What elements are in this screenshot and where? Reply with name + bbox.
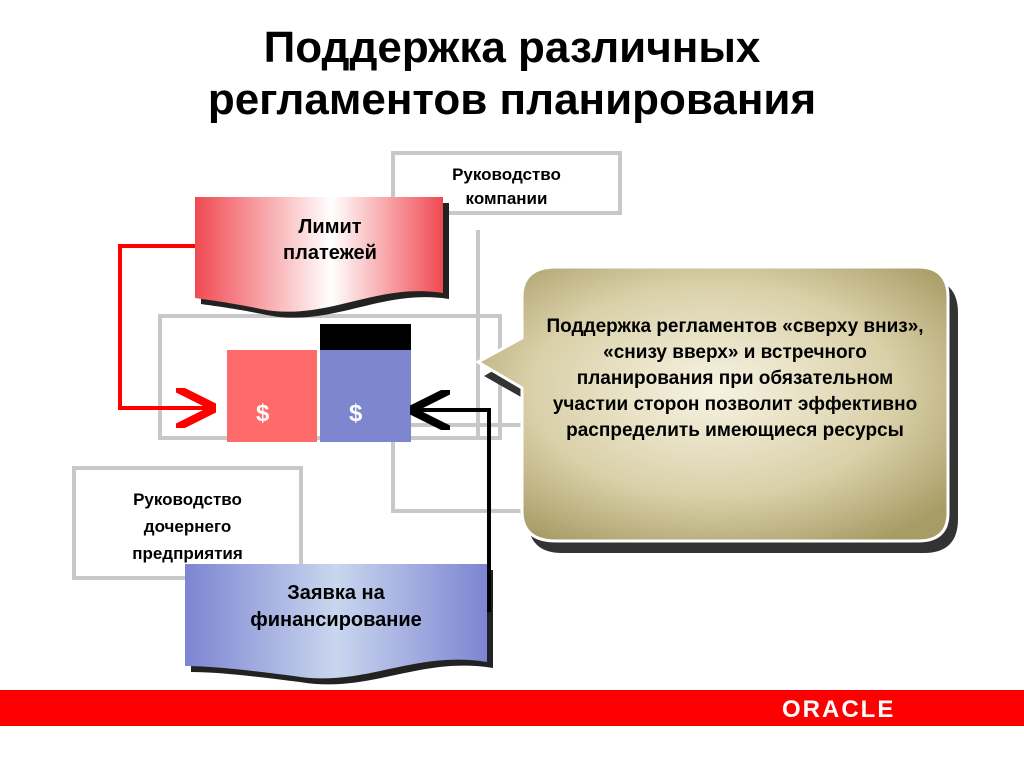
funding-request-line-2: финансирование xyxy=(250,609,422,631)
title-line-1: Поддержка различных xyxy=(263,23,761,72)
company-management-label: Руководство компании xyxy=(397,163,616,211)
callout-bubble xyxy=(474,265,958,553)
slide-title: Поддержка различных регламентов планиров… xyxy=(0,22,1024,126)
red-flow-arrow xyxy=(118,244,212,408)
payment-limit-label: Лимит платежей xyxy=(215,214,445,266)
payment-limit-line-2: платежей xyxy=(283,242,377,264)
company-management-line-1: Руководство xyxy=(452,165,561,184)
subsidiary-line-1: Руководство xyxy=(133,490,242,509)
request-money-bar xyxy=(320,350,411,442)
limit-dollar-sign: $ xyxy=(256,400,270,427)
footer-bar xyxy=(0,690,1024,726)
subsidiary-line-2: дочернего xyxy=(143,517,232,536)
subsidiary-management-label: Руководство дочернего предприятия xyxy=(78,486,297,567)
title-line-2: регламентов планирования xyxy=(207,75,817,124)
subsidiary-management-box xyxy=(72,466,303,580)
funding-request-document xyxy=(185,564,493,685)
payment-limit-document xyxy=(195,197,449,318)
company-management-line-2: компании xyxy=(465,189,548,208)
oracle-logo: ORACLE xyxy=(782,696,896,723)
subsidiary-line-3: предприятия xyxy=(132,544,243,563)
limit-money-bar xyxy=(227,350,317,442)
request-money-bar-cap xyxy=(320,324,411,350)
funding-request-line-1: Заявка на xyxy=(287,582,385,604)
request-dollar-sign: $ xyxy=(349,400,363,427)
payment-limit-line-1: Лимит xyxy=(298,216,362,238)
funding-request-label: Заявка на финансирование xyxy=(185,580,487,634)
callout-text: Поддержка регламентов «сверху вниз», «сн… xyxy=(546,316,924,441)
black-flow-arrow xyxy=(414,410,491,612)
